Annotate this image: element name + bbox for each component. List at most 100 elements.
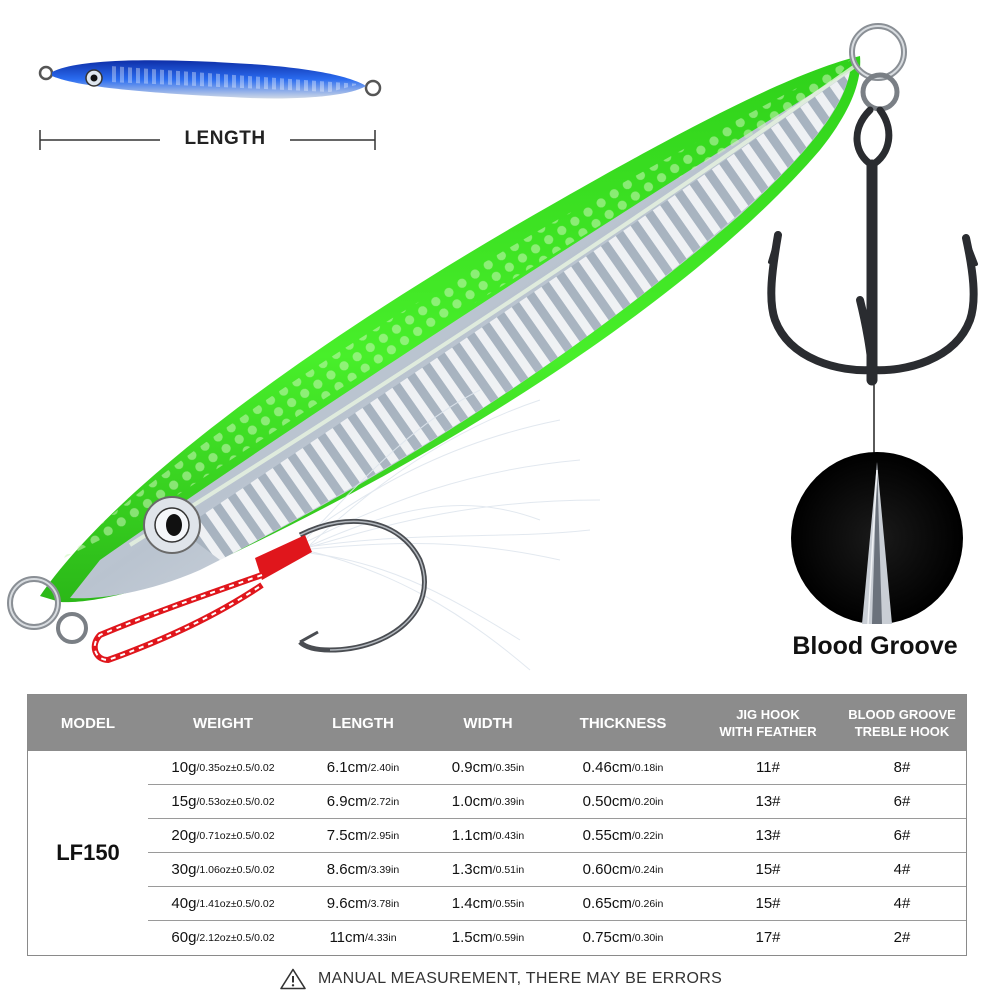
cell-treble-hook-value: 6# — [893, 827, 911, 844]
cell-width: 1.3cm/0.51in — [428, 853, 548, 886]
cell-treble-hook-value: 4# — [893, 895, 911, 912]
cell-weight-value: 10g — [171, 759, 197, 776]
cell-jig-hook-value: 13# — [755, 793, 781, 810]
footer-note-text: MANUAL MEASUREMENT, THERE MAY BE ERRORS — [318, 970, 723, 987]
header-length: LENGTH — [332, 714, 394, 732]
cell-width: 1.5cm/0.59in — [428, 921, 548, 954]
cell-weight-value: 60g — [171, 929, 197, 946]
cell-treble-hook: 6# — [838, 819, 966, 852]
cell-thickness: 0.75cm/0.30in — [548, 921, 698, 954]
cell-thickness-value: 0.46cm — [582, 759, 632, 776]
cell-thickness-sub: /0.20in — [631, 795, 664, 808]
cell-weight: 30g/1.06oz±0.5/0.02 — [148, 853, 298, 886]
cell-weight-sub: /0.53oz±0.5/0.02 — [196, 795, 275, 808]
cell-treble-hook: 2# — [838, 921, 966, 954]
cell-thickness: 0.50cm/0.20in — [548, 785, 698, 818]
blood-groove-detail — [791, 452, 963, 625]
warning-triangle-icon — [280, 968, 306, 990]
cell-length: 11cm/4.33in — [298, 921, 428, 954]
top-split-ring — [849, 23, 907, 112]
cell-jig-hook: 17# — [698, 921, 838, 954]
header-weight: WEIGHT — [193, 714, 253, 732]
footer-note: MANUAL MEASUREMENT, THERE MAY BE ERRORS — [280, 966, 800, 992]
blood-groove-label: Blood Groove — [792, 632, 958, 660]
header-model: MODEL — [60, 714, 116, 732]
cell-width-sub: /0.43in — [492, 829, 525, 842]
cell-width-sub: /0.59in — [492, 931, 525, 944]
cell-weight: 60g/2.12oz±0.5/0.02 — [148, 921, 298, 954]
cell-weight-value: 20g — [171, 827, 197, 844]
cell-treble-hook-value: 6# — [893, 793, 911, 810]
length-label: LENGTH — [160, 128, 290, 150]
cell-weight-sub: /0.35oz±0.5/0.02 — [196, 761, 275, 774]
cell-thickness-sub: /0.18in — [631, 761, 664, 774]
cell-thickness: 0.55cm/0.22in — [548, 819, 698, 852]
cell-length: 6.1cm/2.40in — [298, 751, 428, 784]
table-header: MODEL WEIGHT LENGTH WIDTH THICKNESS JIG … — [28, 695, 966, 751]
cell-width-sub: /0.51in — [492, 863, 525, 876]
cell-length-sub: /2.72in — [367, 795, 400, 808]
cell-length-sub: /3.39in — [367, 863, 400, 876]
cell-jig-hook: 11# — [698, 751, 838, 784]
cell-treble-hook-value: 8# — [893, 759, 911, 776]
header-thickness: THICKNESS — [579, 714, 667, 732]
cell-width: 1.0cm/0.39in — [428, 785, 548, 818]
small-blue-lure — [38, 60, 382, 99]
cell-width-value: 1.1cm — [451, 827, 493, 844]
header-treble-hook: BLOOD GROOVE TREBLE HOOK — [838, 695, 966, 751]
lure-illustration — [7, 23, 978, 671]
cell-treble-hook: 4# — [838, 853, 966, 886]
cell-length-value: 11cm — [329, 929, 366, 946]
cell-thickness: 0.60cm/0.24in — [548, 853, 698, 886]
cell-weight: 10g/0.35oz±0.5/0.02 — [148, 751, 298, 784]
cell-weight-value: 30g — [171, 861, 197, 878]
header-treble-line2: TREBLE HOOK — [854, 724, 950, 739]
cell-width-sub: /0.55in — [492, 897, 525, 910]
cell-thickness-sub: /0.24in — [631, 863, 664, 876]
cell-treble-hook: 6# — [838, 785, 966, 818]
cell-width: 1.4cm/0.55in — [428, 887, 548, 920]
cell-thickness: 0.46cm/0.18in — [548, 751, 698, 784]
header-jig-hook-line2: WITH FEATHER — [719, 724, 817, 739]
cell-width-value: 1.5cm — [451, 929, 493, 946]
cell-length-value: 6.9cm — [326, 793, 368, 810]
cell-length-value: 9.6cm — [326, 895, 368, 912]
cell-width: 1.1cm/0.43in — [428, 819, 548, 852]
cell-jig-hook-value: 13# — [755, 827, 781, 844]
cell-treble-hook-value: 2# — [893, 929, 911, 946]
cell-width-value: 0.9cm — [451, 759, 493, 776]
cell-width-sub: /0.39in — [492, 795, 525, 808]
cell-jig-hook-value: 15# — [755, 895, 781, 912]
cell-width-value: 1.3cm — [451, 861, 493, 878]
cell-thickness-sub: /0.30in — [631, 931, 664, 944]
cell-weight: 15g/0.53oz±0.5/0.02 — [148, 785, 298, 818]
cell-length-sub: /4.33in — [365, 931, 397, 944]
header-jig-hook-line1: JIG HOOK — [736, 707, 800, 722]
cell-weight-sub: /2.12oz±0.5/0.02 — [196, 931, 275, 944]
header-jig-hook: JIG HOOK WITH FEATHER — [698, 695, 838, 751]
cell-jig-hook: 15# — [698, 887, 838, 920]
cell-length: 6.9cm/2.72in — [298, 785, 428, 818]
bottom-split-ring — [7, 576, 88, 644]
cell-length-sub: /2.95in — [367, 829, 400, 842]
cell-jig-hook-value: 17# — [755, 929, 781, 946]
green-jig-lure — [40, 56, 861, 603]
cell-thickness-value: 0.65cm — [582, 895, 632, 912]
cell-jig-hook: 15# — [698, 853, 838, 886]
cell-length-value: 7.5cm — [326, 827, 368, 844]
cell-length-value: 8.6cm — [326, 861, 368, 878]
cell-length: 8.6cm/3.39in — [298, 853, 428, 886]
cell-treble-hook-value: 4# — [893, 861, 911, 878]
cell-jig-hook: 13# — [698, 819, 838, 852]
cell-width-value: 1.4cm — [451, 895, 493, 912]
cell-weight-value: 40g — [171, 895, 197, 912]
cell-length-sub: /2.40in — [367, 761, 400, 774]
cell-treble-hook: 4# — [838, 887, 966, 920]
assist-hook-with-feather — [91, 389, 601, 671]
